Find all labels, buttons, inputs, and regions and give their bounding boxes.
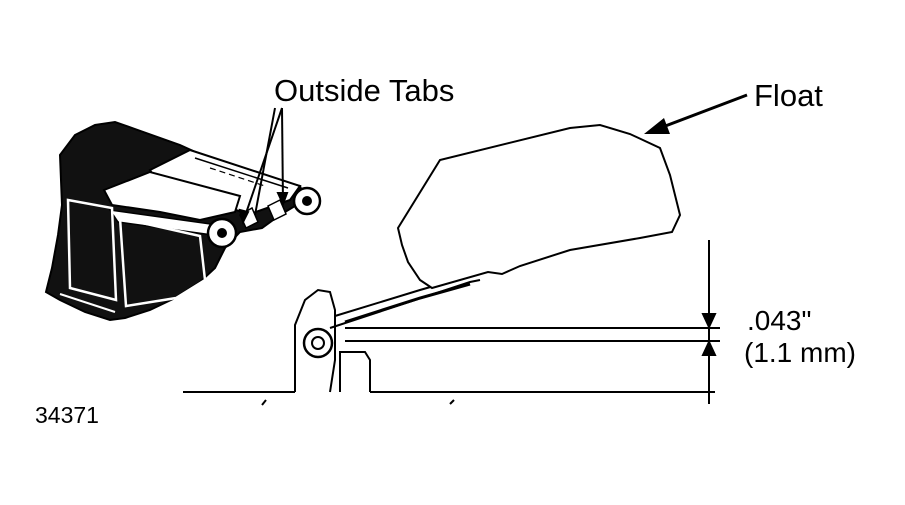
outside-tabs-leaders: [238, 107, 289, 225]
dimension-marker: [700, 240, 720, 404]
dimension-mm-label: (1.1 mm): [744, 337, 856, 368]
float-arm: [329, 274, 481, 329]
float-body: [396, 123, 682, 290]
dimension-inches-label: .043": [747, 305, 812, 336]
float-label: Float: [754, 78, 823, 113]
float-arrow: [644, 93, 748, 134]
figure-number: 34371: [35, 402, 99, 428]
hinge-assembly-detail: [44, 120, 322, 322]
outside-tabs-label: Outside Tabs: [274, 73, 455, 108]
carburetor-base: [183, 288, 715, 406]
hinge-pin-center: [311, 336, 325, 350]
gasket-surface: [345, 327, 720, 342]
